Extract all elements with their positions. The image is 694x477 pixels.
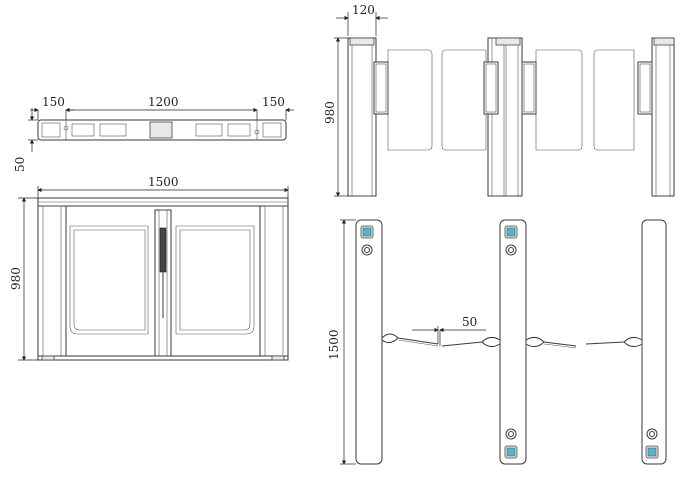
side-flap-2: [441, 49, 487, 151]
sensor-icon: [362, 227, 372, 237]
plan-center-unit: [149, 121, 173, 139]
floor-right-cabinet: [641, 219, 667, 465]
sensor-icon: [647, 447, 657, 457]
front-height-dimension: 980: [9, 267, 23, 290]
front-right-post: [259, 205, 289, 359]
plan-left-dimension: 150: [42, 95, 65, 109]
floor-left-cabinet: [355, 219, 383, 465]
side-height-dimension: 980: [323, 101, 337, 124]
sensor-icon: [506, 447, 516, 457]
floor-length-dimension: 1500: [327, 329, 341, 360]
side-elevation-view: 120 980: [323, 3, 675, 197]
side-flap-4: [593, 49, 635, 151]
plan-right-end: [262, 122, 282, 138]
plan-right-dimension: 150: [262, 95, 285, 109]
floor-middle-cabinet: [499, 219, 527, 465]
side-post-3: [651, 37, 675, 197]
floor-plan-view: 50 1500: [327, 219, 667, 465]
sensor-icon: [506, 227, 516, 237]
front-right-glass: [175, 225, 255, 335]
plan-middle-dimension: 1200: [148, 95, 179, 109]
plan-left-end: [41, 122, 61, 138]
side-flap-3: [535, 49, 583, 151]
plan-depth-dimension: 50: [13, 157, 27, 172]
front-left-post: [37, 205, 67, 359]
side-post-width-dimension: 120: [352, 3, 375, 17]
side-flap-1: [387, 49, 433, 151]
front-elevation-view: 1500 980: [9, 175, 289, 361]
front-left-glass: [69, 225, 149, 335]
side-post-1: [347, 37, 377, 197]
flap-thickness-dimension: 50: [462, 315, 477, 329]
top-plan-view: 150 1200 150 50: [13, 95, 294, 172]
front-width-dimension: 1500: [148, 175, 179, 189]
